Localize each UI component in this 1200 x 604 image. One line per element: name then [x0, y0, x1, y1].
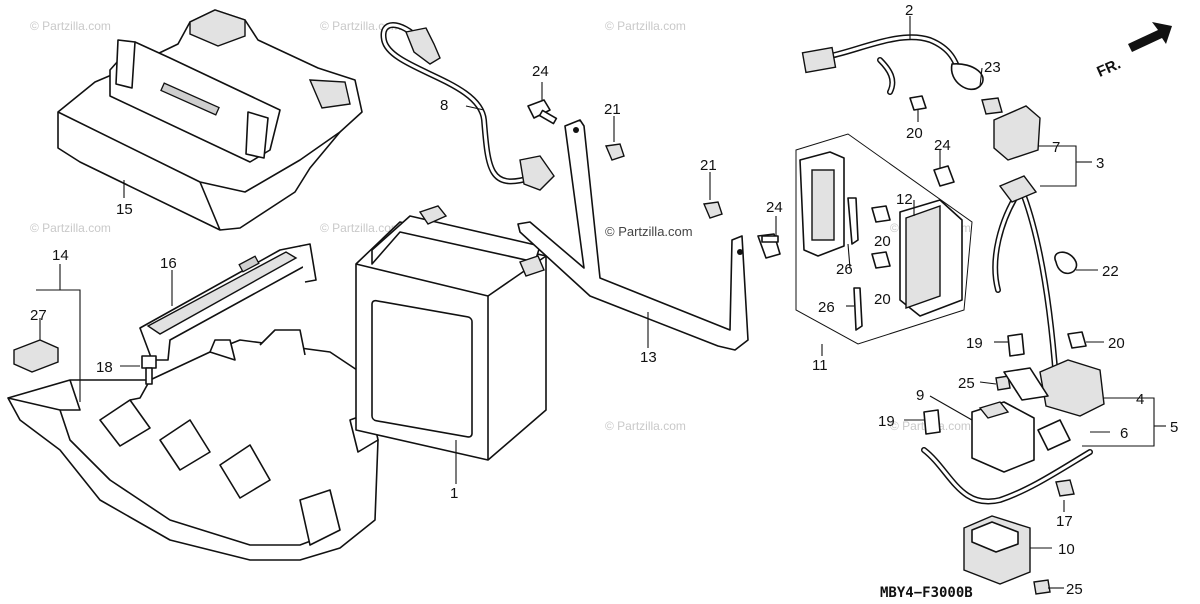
watermark: © Partzilla.com — [320, 19, 401, 33]
callout-18: 18 — [96, 359, 113, 376]
part-9-relay — [971, 401, 1035, 473]
callout-26: 26 — [836, 261, 853, 278]
callout-13: 13 — [640, 349, 657, 366]
callout-23: 23 — [984, 59, 1001, 76]
part-27-pad — [13, 339, 59, 373]
callout-2: 2 — [905, 2, 913, 19]
part-11-12-fusebox — [795, 133, 973, 345]
callout-17: 17 — [1056, 513, 1073, 530]
callout-27: 27 — [30, 307, 47, 324]
part-1-battery — [355, 205, 547, 461]
callout-15: 15 — [116, 201, 133, 218]
callout-1: 1 — [450, 485, 458, 502]
part-14-tray — [7, 329, 379, 561]
watermark: © Partzilla.com — [605, 19, 686, 33]
callout-19: 19 — [966, 335, 983, 352]
callout-20b: 20 — [874, 233, 891, 250]
diagram-code: MBY4−F3000B — [880, 585, 973, 601]
watermark: © Partzilla.com — [320, 221, 401, 235]
callout-9: 9 — [916, 387, 924, 404]
callout-24c: 24 — [934, 137, 951, 154]
part-8-cable — [380, 22, 555, 191]
callouts: 1 2 3 4 5 6 7 8 9 10 11 12 13 14 15 16 1… — [30, 2, 1178, 598]
callout-25: 25 — [958, 375, 975, 392]
watermark: © Partzilla.com — [30, 221, 111, 235]
callout-21b: 21 — [700, 157, 717, 174]
part-10-cover — [963, 515, 1031, 585]
front-direction-arrow: FR. — [1094, 22, 1172, 81]
callout-20: 20 — [906, 125, 923, 142]
part-15-cover — [57, 9, 363, 231]
callout-14: 14 — [52, 247, 69, 264]
part-2-harness — [801, 34, 984, 95]
callout-8: 8 — [440, 97, 448, 114]
hardware — [527, 95, 1087, 595]
callout-24: 24 — [532, 63, 549, 80]
watermark: © Partzilla.com — [30, 19, 111, 33]
part-16-band — [139, 243, 317, 361]
front-direction-label: FR. — [1094, 55, 1123, 80]
callout-20d: 20 — [1108, 335, 1125, 352]
callout-7: 7 — [1052, 139, 1060, 156]
callout-3: 3 — [1096, 155, 1104, 172]
part-5-relay-cable — [921, 359, 1105, 505]
leader-lines — [36, 16, 1166, 589]
part-13-bracket — [517, 119, 749, 351]
part-3-cable — [992, 105, 1059, 383]
callout-16: 16 — [160, 255, 177, 272]
callout-19b: 19 — [878, 413, 895, 430]
callout-25b: 25 — [1066, 581, 1083, 598]
watermark-center: © Partzilla.com — [605, 224, 693, 239]
callout-5: 5 — [1170, 419, 1178, 436]
callout-21: 21 — [604, 101, 621, 118]
callout-6: 6 — [1120, 425, 1128, 442]
callout-26b: 26 — [818, 299, 835, 316]
callout-22: 22 — [1102, 263, 1119, 280]
callout-20c: 20 — [874, 291, 891, 308]
watermark: © Partzilla.com — [605, 419, 686, 433]
callout-24b: 24 — [766, 199, 783, 216]
callout-12: 12 — [896, 191, 913, 208]
part-18-bolt — [141, 355, 157, 385]
callout-11: 11 — [812, 357, 828, 374]
callout-4: 4 — [1136, 391, 1144, 408]
callout-10: 10 — [1058, 541, 1075, 558]
